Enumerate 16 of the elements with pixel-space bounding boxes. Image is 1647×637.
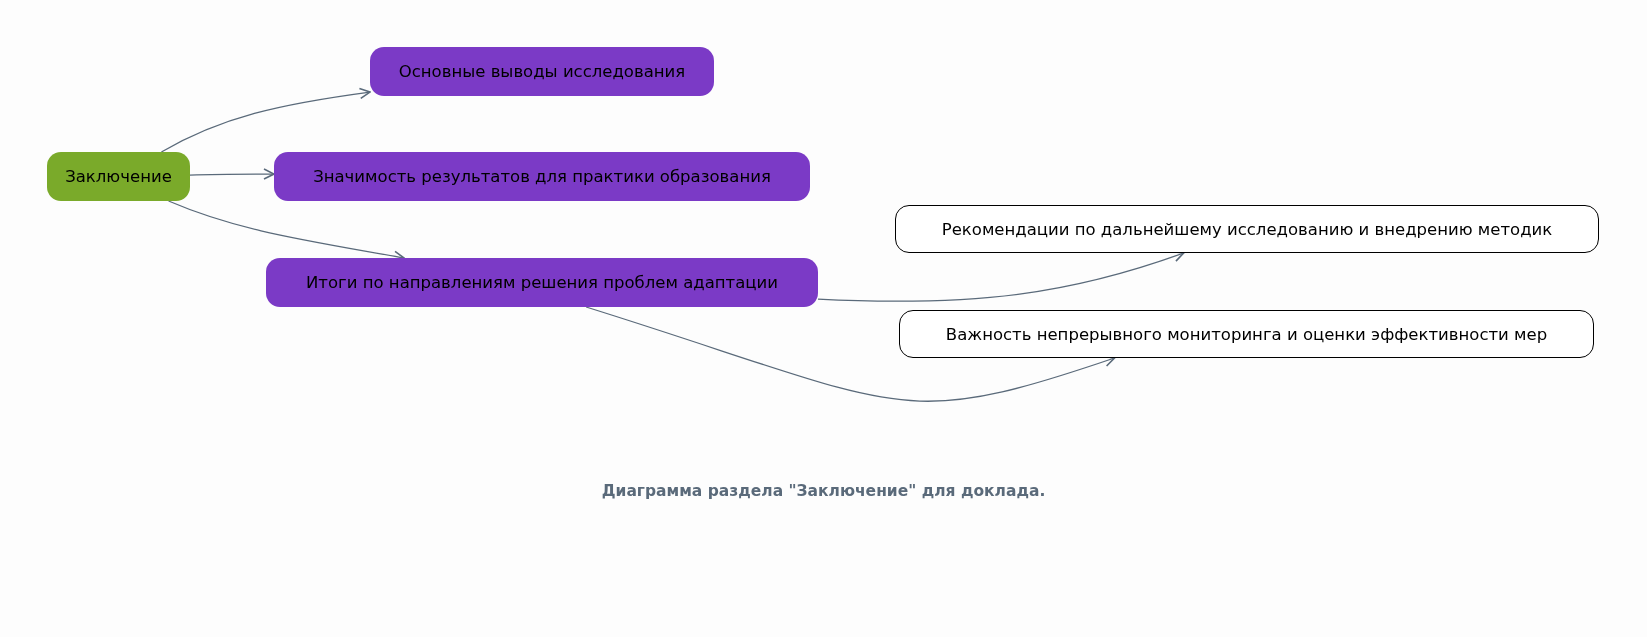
topic-box	[895, 205, 1599, 253]
subtopic-box	[266, 258, 818, 307]
node-label: Заключение	[65, 167, 172, 186]
node-label: Основные выводы исследования	[398, 62, 686, 81]
topic-box	[899, 310, 1594, 358]
node-label: Значимость результатов для практики образования	[313, 167, 771, 186]
arrow	[160, 87, 371, 153]
subtopic-box	[370, 47, 714, 96]
root-topic-box	[47, 152, 190, 201]
node-label: Рекомендации по дальнейшему исследованию и внедрению методик	[941, 219, 1553, 239]
node-label: Важность непрерывного мониторинга и оценки эффективности мер	[945, 324, 1548, 344]
subtopic-box	[274, 152, 810, 201]
node-label: Итоги по направлениям решения проблем адаптации	[306, 273, 778, 292]
arrow	[189, 168, 275, 180]
caption: Диаграмма раздела "Заключение" для доклада.	[601, 482, 1046, 500]
arrow	[585, 306, 1116, 402]
